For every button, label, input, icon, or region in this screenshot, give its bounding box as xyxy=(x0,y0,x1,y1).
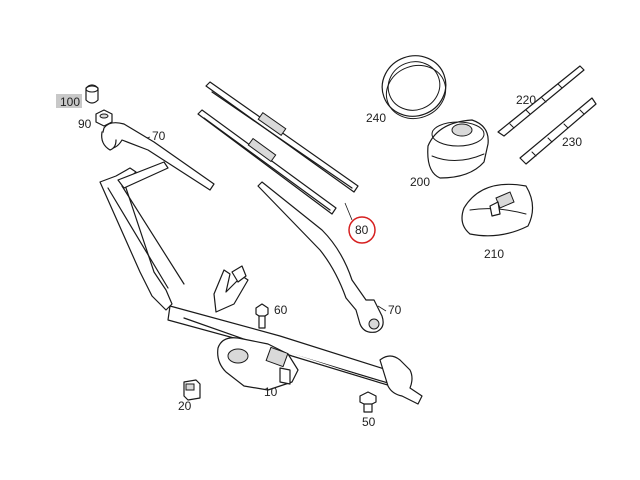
callout-240: 240 xyxy=(366,111,386,125)
callout-70-left: 70 xyxy=(152,129,166,143)
part-70-left-wiper-arm[interactable]: 70 xyxy=(101,122,215,191)
part-90-nut[interactable]: 90 xyxy=(78,109,113,131)
callout-200: 200 xyxy=(410,175,430,189)
part-230-bracket-rail[interactable]: 230 xyxy=(519,97,597,165)
part-20-connector[interactable]: 20 xyxy=(178,379,201,413)
part-50-bolt[interactable]: 50 xyxy=(359,391,377,429)
callout-230: 230 xyxy=(562,135,582,149)
callout-80-highlight-ring xyxy=(348,216,376,244)
callout-60: 60 xyxy=(274,303,288,317)
callout-100-highlight xyxy=(56,94,82,108)
part-240-seal-ring[interactable]: 240 xyxy=(366,47,454,127)
callout-20: 20 xyxy=(178,399,192,413)
callout-50: 50 xyxy=(362,415,376,429)
callout-10: 10 xyxy=(264,385,278,399)
part-100-cap[interactable]: 100 xyxy=(56,84,99,109)
callout-90: 90 xyxy=(78,117,92,131)
part-60-bolt[interactable]: 60 xyxy=(255,303,288,329)
callout-210: 210 xyxy=(484,247,504,261)
callout-80: 80 xyxy=(355,223,369,237)
part-10-wiper-motor[interactable]: 10 xyxy=(217,337,299,399)
part-200-pump-housing[interactable]: 200 xyxy=(410,119,489,189)
part-80-wiper-blades[interactable]: 80 xyxy=(197,81,376,244)
part-210-cover[interactable]: 210 xyxy=(461,183,534,261)
wiper-linkage-frame[interactable] xyxy=(99,161,423,405)
part-70-right-wiper-arm[interactable]: 70 xyxy=(257,181,402,333)
callout-100: 100 xyxy=(60,95,80,109)
part-220-bracket-rail[interactable]: 220 xyxy=(497,65,585,137)
callout-70-right: 70 xyxy=(388,303,402,317)
callout-220: 220 xyxy=(516,93,536,107)
